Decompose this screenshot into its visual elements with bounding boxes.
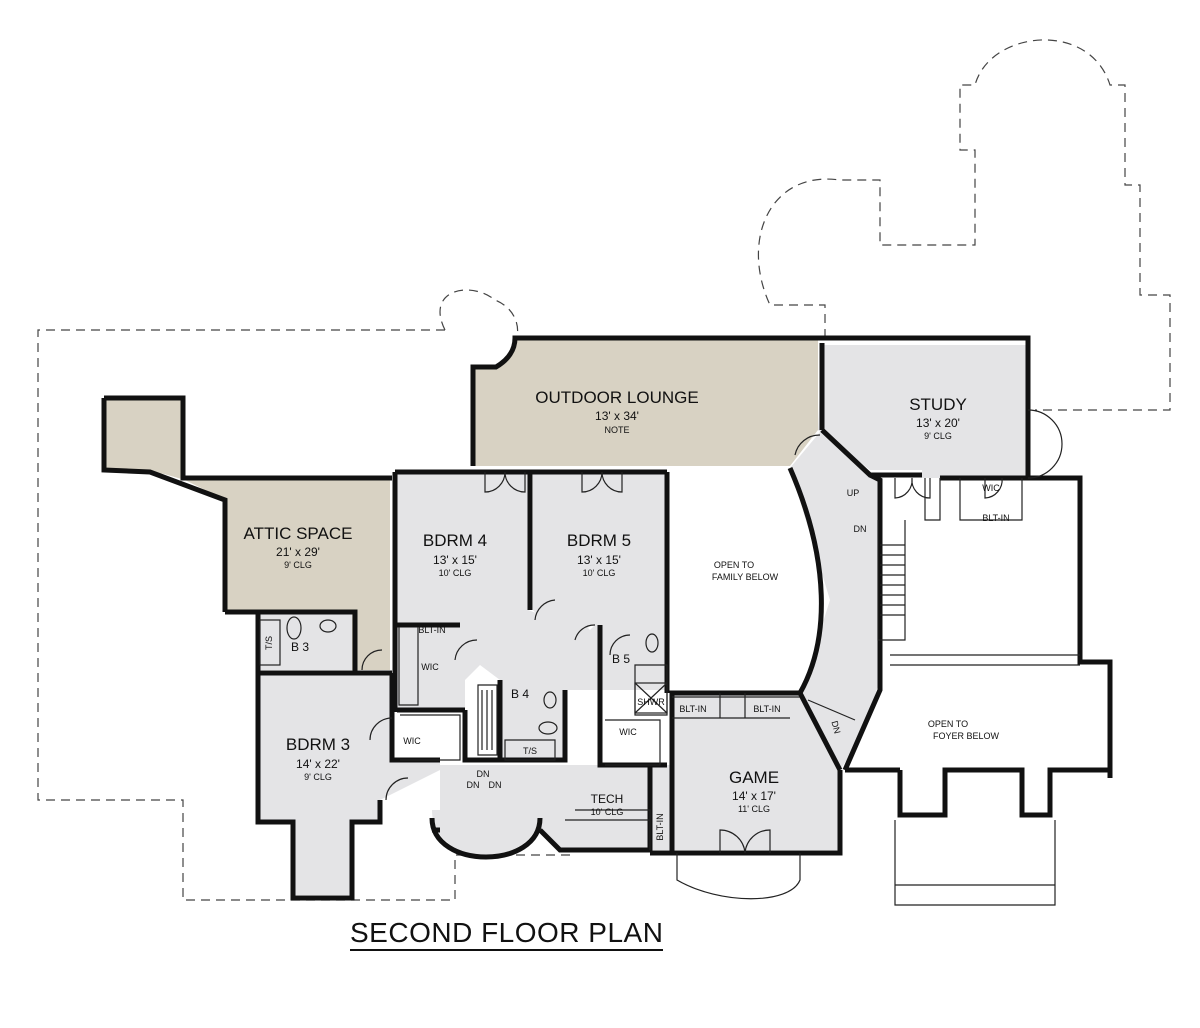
bdrm5-fill	[533, 472, 667, 690]
dn-curve-label: DN	[829, 720, 842, 735]
toilet-b3-icon	[286, 616, 302, 640]
dn-hall-b-label: DN	[467, 780, 480, 790]
bdrm3-dims: 14' x 22'	[296, 757, 340, 771]
game-ceiling: 11' CLG	[738, 804, 770, 814]
open-family-line1: OPEN TO	[714, 560, 754, 570]
game-name: GAME	[729, 768, 779, 787]
room-labels: OUTDOOR LOUNGE 13' x 34' NOTE STUDY 13' …	[244, 388, 1010, 841]
sink-b4-icon	[543, 691, 557, 709]
tub-b3-icon	[259, 619, 281, 666]
study-dims: 13' x 20'	[916, 416, 960, 430]
bdrm4-dims: 13' x 15'	[433, 553, 477, 567]
b4-label: B 4	[511, 687, 529, 701]
stair-hall-fill	[790, 432, 880, 770]
bdrm4-fill	[397, 472, 600, 760]
plan-title: SECOND FLOOR PLAN	[350, 918, 664, 951]
attic-name: ATTIC SPACE	[244, 524, 353, 543]
b3-label: B 3	[291, 640, 309, 654]
door-swings	[361, 409, 1063, 854]
outdoor-lounge-note: NOTE	[604, 425, 629, 435]
wic-study-label: WIC	[982, 483, 1000, 493]
dn-hall-a-label: DN	[477, 769, 490, 779]
open-family-line2: FAMILY BELOW	[712, 572, 779, 582]
game-fill	[670, 693, 840, 850]
open-foyer-line2: FOYER BELOW	[933, 731, 1000, 741]
tech-ceiling: 10' CLG	[591, 807, 624, 817]
bdrm3-fill	[258, 675, 440, 895]
outdoor-lounge-fill	[475, 340, 818, 466]
bdrm4-name: BDRM 4	[423, 531, 487, 550]
room-fills	[106, 340, 1027, 895]
toilet-b4-icon	[538, 721, 558, 735]
bdrm4-ceiling: 10' CLG	[439, 568, 472, 578]
first-floor-outline	[37, 39, 1171, 901]
blt-in-bdrm4-label: BLT-IN	[418, 625, 445, 635]
b5-label: B 5	[612, 652, 630, 666]
outdoor-lounge-name: OUTDOOR LOUNGE	[535, 388, 698, 407]
wic-bdrm5-label: WIC	[619, 727, 637, 737]
fixtures	[259, 616, 668, 735]
study-fill	[818, 345, 1027, 478]
wic-bdrm4-label: WIC	[421, 662, 439, 672]
study-ceiling: 9' CLG	[924, 431, 952, 441]
bdrm5-ceiling: 10' CLG	[583, 568, 616, 578]
attic-dims: 21' x 29'	[276, 545, 320, 559]
blt-in-tech-label: BLT-IN	[655, 813, 665, 840]
blt-in-study-label: BLT-IN	[982, 513, 1009, 523]
dn-hall-c-label: DN	[489, 780, 502, 790]
sink-b3-icon	[319, 619, 337, 633]
wic-bdrm3-label: WIC	[403, 736, 421, 746]
dn-stair-label: DN	[854, 524, 867, 534]
b3-fill	[258, 612, 352, 670]
ts-b4-label: T/S	[523, 746, 537, 756]
shower-b5-icon	[634, 682, 668, 714]
bdrm5-name: BDRM 5	[567, 531, 631, 550]
tech-name: TECH	[591, 792, 624, 806]
interior-details	[398, 478, 1080, 906]
study-name: STUDY	[909, 395, 967, 414]
walls	[101, 335, 1113, 901]
bay-fill	[432, 810, 540, 855]
attic-ceiling: 9' CLG	[284, 560, 312, 570]
blt-in-game-right-label: BLT-IN	[753, 704, 780, 714]
up-label: UP	[847, 488, 860, 498]
shwr-b5-label: SHWR	[637, 697, 665, 707]
open-foyer-line1: OPEN TO	[928, 719, 968, 729]
game-dims: 14' x 17'	[732, 789, 776, 803]
ts-b3-label: T/S	[264, 636, 274, 650]
outdoor-lounge-dims: 13' x 34'	[595, 409, 639, 423]
bdrm5-dims: 13' x 15'	[577, 553, 621, 567]
bdrm3-ceiling: 9' CLG	[304, 772, 332, 782]
bdrm3-name: BDRM 3	[286, 735, 350, 754]
toilet-b5-icon	[645, 633, 659, 653]
blt-in-game-left-label: BLT-IN	[679, 704, 706, 714]
